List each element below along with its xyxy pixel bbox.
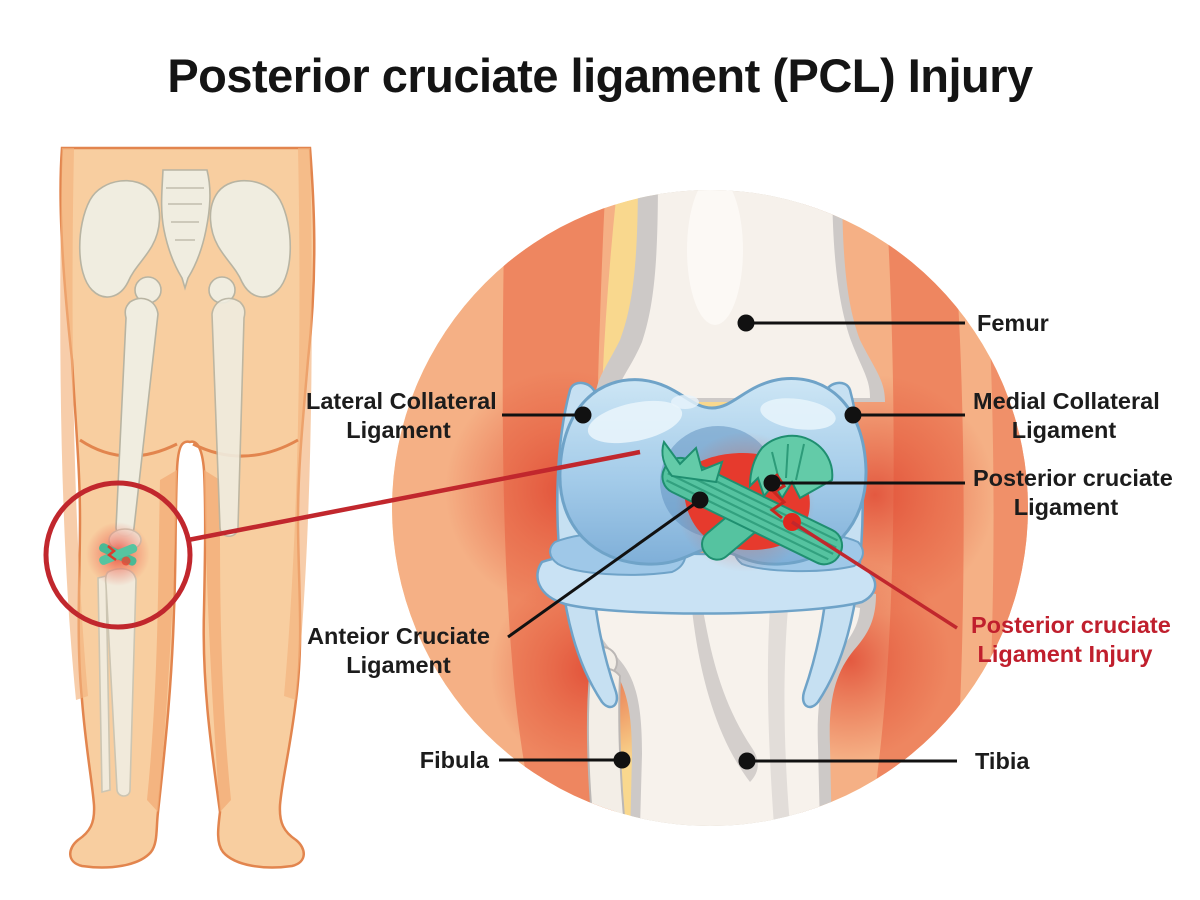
- pelvis-bones: [78, 169, 292, 538]
- label-anterior-cruciate-ligament: Anteior Cruciate Ligament: [307, 623, 490, 678]
- knee-injury-mini: [86, 522, 150, 586]
- tibia-bone: [572, 585, 876, 826]
- knee-zoom-circle: [392, 190, 1028, 826]
- acl-fan: [661, 439, 724, 484]
- posterior-legs-figure: [43, 146, 316, 869]
- skin-shade-inner-left: [147, 470, 177, 812]
- label-medial-collateral-ligament: Medial Collateral Ligament: [973, 388, 1160, 443]
- skin-shade-inner-right: [204, 470, 231, 812]
- label-fibula: Fibula: [419, 747, 489, 773]
- label-pcl-injury: Posterior cruciate Ligament Injury: [971, 612, 1171, 667]
- skin-shade-right: [284, 148, 312, 700]
- tear-dot: [783, 513, 801, 531]
- page-title: Posterior cruciate ligament (PCL) Injury: [167, 49, 1033, 102]
- femur-bone: [595, 190, 885, 402]
- injury-highlight-circle: [43, 480, 193, 630]
- label-tibia: Tibia: [975, 748, 1030, 774]
- label-lateral-collateral-ligament: Lateral Collateral Ligament: [306, 388, 497, 443]
- skin-shade-left: [60, 148, 88, 700]
- label-posterior-cruciate-ligament: Posterior cruciate Ligament: [973, 465, 1173, 520]
- label-femur: Femur: [977, 310, 1049, 336]
